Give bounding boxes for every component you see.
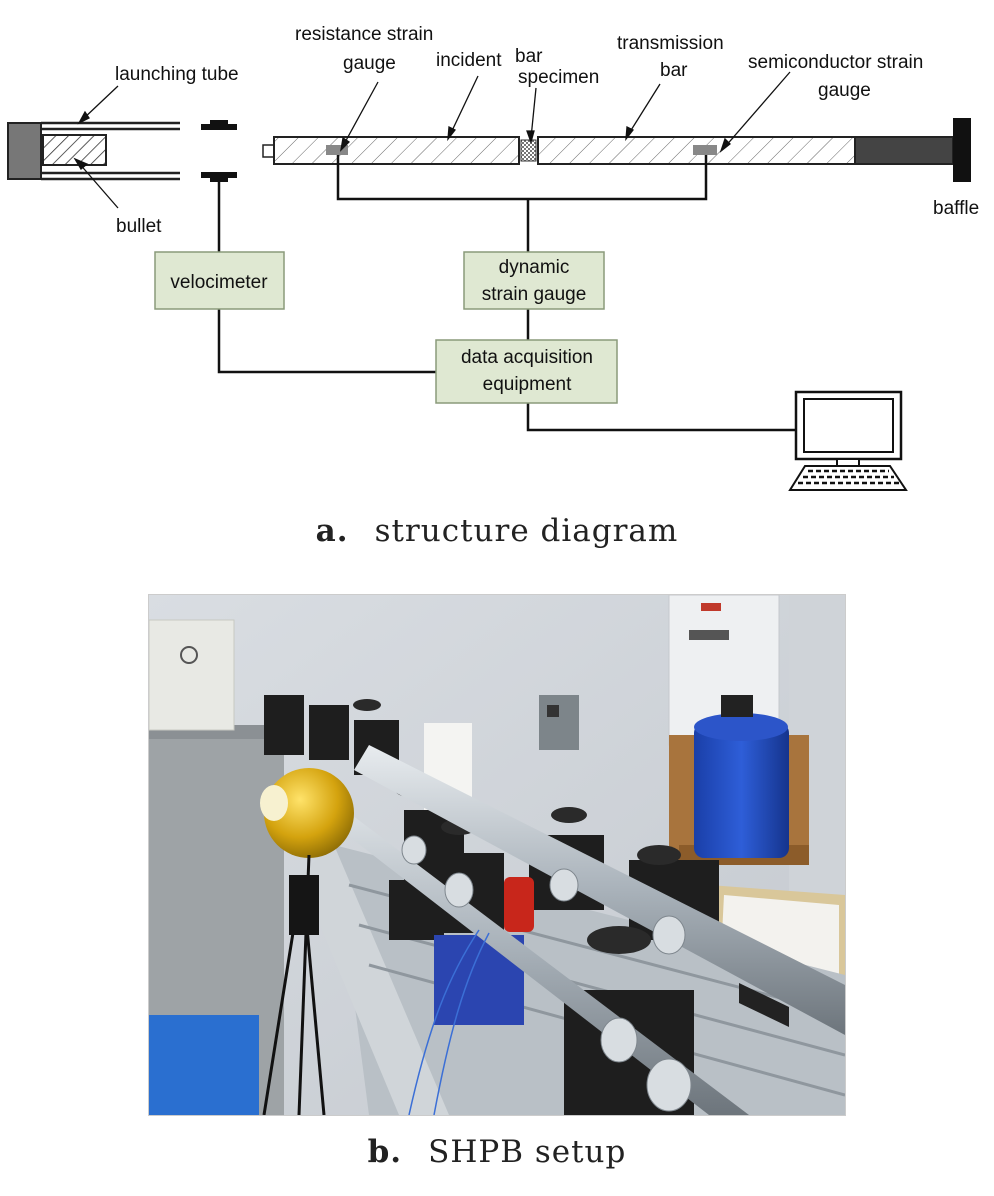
specimen bbox=[520, 139, 537, 162]
caption-a-letter: a. bbox=[315, 513, 349, 549]
velocimeter-sensors bbox=[201, 120, 237, 182]
transmission-label-2: bar bbox=[660, 60, 688, 81]
caption-a-text: structure diagram bbox=[374, 513, 679, 549]
incident-label: incident bbox=[436, 50, 502, 71]
data-acquisition-box bbox=[435, 339, 618, 404]
semiconductor-label-1: semiconductor strain bbox=[748, 52, 923, 73]
data-acquisition-label-1: data acquisition bbox=[461, 347, 593, 368]
velocimeter-box bbox=[154, 251, 285, 310]
wiring bbox=[217, 155, 795, 432]
baffle-label: baffle bbox=[933, 198, 979, 219]
data-acquisition-label-2: equipment bbox=[483, 374, 572, 395]
launching-tube-label: launching tube bbox=[115, 64, 239, 85]
shpb-setup-photo bbox=[148, 594, 846, 1116]
velocimeter-label: velocimeter bbox=[170, 272, 268, 293]
specimen-label: specimen bbox=[518, 67, 599, 88]
dynamic-strain-gauge-box bbox=[463, 251, 605, 310]
dynamic-strain-gauge-label-2: strain gauge bbox=[482, 284, 587, 305]
caption-a: a. structure diagram bbox=[0, 513, 994, 549]
incident-bar-end bbox=[262, 144, 275, 158]
bullet bbox=[42, 134, 107, 166]
computer-icon bbox=[788, 390, 908, 491]
shpb-structure-diagram: velocimeter dynamic strain gauge data ac… bbox=[7, 24, 979, 491]
resistance-strain-label-2: gauge bbox=[343, 53, 396, 74]
absorption-bar bbox=[854, 136, 954, 165]
transmission-label-1: transmission bbox=[617, 33, 724, 54]
semiconductor-label-2: gauge bbox=[818, 80, 871, 101]
baffle bbox=[953, 118, 971, 182]
launching-tube bbox=[7, 121, 180, 181]
dynamic-strain-gauge-label-1: dynamic bbox=[499, 257, 570, 278]
leader-arrows bbox=[73, 71, 791, 209]
bar-label: bar bbox=[515, 46, 543, 67]
resistance-strain-label-1: resistance strain bbox=[295, 24, 433, 45]
caption-b: b. SHPB setup bbox=[0, 1134, 994, 1170]
semiconductor-strain-gauge bbox=[693, 145, 717, 155]
bullet-label: bullet bbox=[116, 216, 162, 237]
resistance-strain-gauge bbox=[326, 145, 348, 155]
incident-bar bbox=[273, 136, 520, 165]
caption-b-text: SHPB setup bbox=[428, 1134, 627, 1170]
caption-b-letter: b. bbox=[367, 1134, 403, 1170]
